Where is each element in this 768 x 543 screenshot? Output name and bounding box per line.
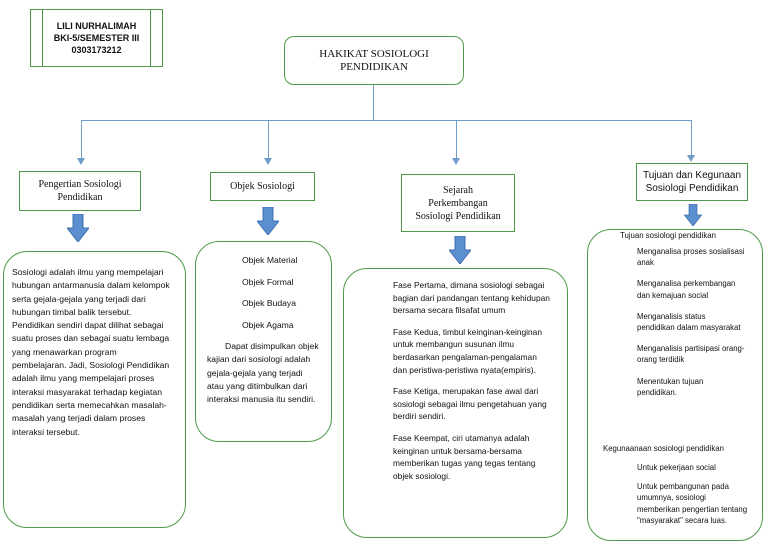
branch-3-title-line2: Perkembangan [428,197,488,209]
tujuan-item: Menganalisa proses sosialisasi anak [637,247,745,268]
connector-arrowhead-icon [452,158,460,165]
object-list: Objek Material Objek Formal Objek Budaya… [207,250,319,336]
identity-inner: LILI NURHALIMAH BKI-5/SEMESTER III 03031… [42,10,151,66]
kegunaan-item: Untuk pembangunan pada umumnya, sosiolog… [637,482,748,525]
student-name: LILI NURHALIMAH [56,21,137,31]
definition-text: Sosiologi adalah ilmu yang mempelajari h… [12,267,170,437]
branch-3-title-line1: Sejarah [443,184,473,196]
object-item: Objek Agama [242,319,294,330]
tujuan-item: Menganalisa perkembangan dan kemajuan so… [637,279,736,300]
branch-1-header: Pengertian Sosiologi Pendidikan [19,171,141,211]
branch-connector-2 [268,120,269,160]
student-class: BKI-5/SEMESTER III [53,33,140,43]
root-title-line2: PENDIDIKAN [340,60,408,73]
object-item: Objek Formal [242,276,294,287]
branch-4-title-line1: Tujuan dan Kegunaan [642,170,742,181]
branch-2-content: Objek Material Objek Formal Objek Budaya… [195,241,332,442]
branch-4-title-line2: Sosiologi Pendidikan [645,183,739,194]
down-arrow-icon [257,207,279,235]
root-connector-vertical [373,85,374,121]
down-arrow-icon [449,236,471,264]
branch-3-content: Fase Pertama, dimana sosiologi sebagai b… [343,268,568,538]
branch-connector-4 [691,120,692,158]
phase-item: Fase Keempat, ciri utamanya adalah keing… [393,432,536,481]
branch-1-title-line2: Pendidikan [57,192,103,203]
connector-arrowhead-icon [77,158,85,165]
down-arrow-icon [684,204,702,226]
object-conclusion: Dapat disimpulkan objek kajian dari sosi… [207,341,319,405]
branch-4-content: Tujuan sosiologi pendidikan Menganalisa … [587,229,763,541]
branch-4-header: Tujuan dan Kegunaan Sosiologi Pendidikan [636,163,748,201]
connector-arrowhead-icon [687,155,695,162]
down-arrow-icon [67,214,89,242]
connector-arrowhead-icon [264,158,272,165]
phase-item: Fase Pertama, dimana sosiologi sebagai b… [393,280,550,316]
branch-3-title-line3: Sosiologi Pendidikan [415,210,501,222]
object-item: Objek Budaya [242,298,296,308]
root-title-line1: HAKIKAT SOSIOLOGI [319,47,429,60]
branch-connector-3 [456,120,457,160]
kegunaan-item: Untuk pekerjaan social [637,463,716,472]
object-item: Objek Material [242,255,298,265]
tujuan-item: Menganalisis status pendidikan dalam mas… [637,311,741,333]
identity-box: LILI NURHALIMAH BKI-5/SEMESTER III 03031… [30,9,163,67]
student-nim: 0303173212 [71,45,122,55]
branch-1-title-line1: Pengertian Sosiologi [38,179,122,190]
tujuan-item: Menganalisis partisipasi orang-orang ter… [637,344,745,365]
tujuan-item: Menentukan tujuan pendidikan. [637,376,704,397]
phase-item: Fase Ketiga, merupakan fase awal dari so… [393,386,547,422]
branch-2-title: Objek Sosiologi [230,181,295,192]
root-node: HAKIKAT SOSIOLOGI PENDIDIKAN [284,36,464,85]
branch-2-header: Objek Sosiologi [210,172,315,201]
branch-connector-1 [81,120,82,160]
kegunaan-list: Untuk pekerjaan social Untuk pembangunan… [637,462,749,526]
tujuan-title: Tujuan sosiologi pendidikan [620,231,716,240]
branch-3-header: Sejarah Perkembangan Sosiologi Pendidika… [401,174,515,232]
branch-connector-horizontal [81,120,691,121]
branch-1-content: Sosiologi adalah ilmu yang mempelajari h… [3,251,186,528]
phase-item: Fase Kedua, timbul keinginan-keinginan u… [393,326,542,375]
tujuan-list: Menganalisa proses sosialisasi anak Meng… [637,246,745,398]
kegunaan-title: Kegunaanaan sosiologi pendidikan [603,444,724,453]
